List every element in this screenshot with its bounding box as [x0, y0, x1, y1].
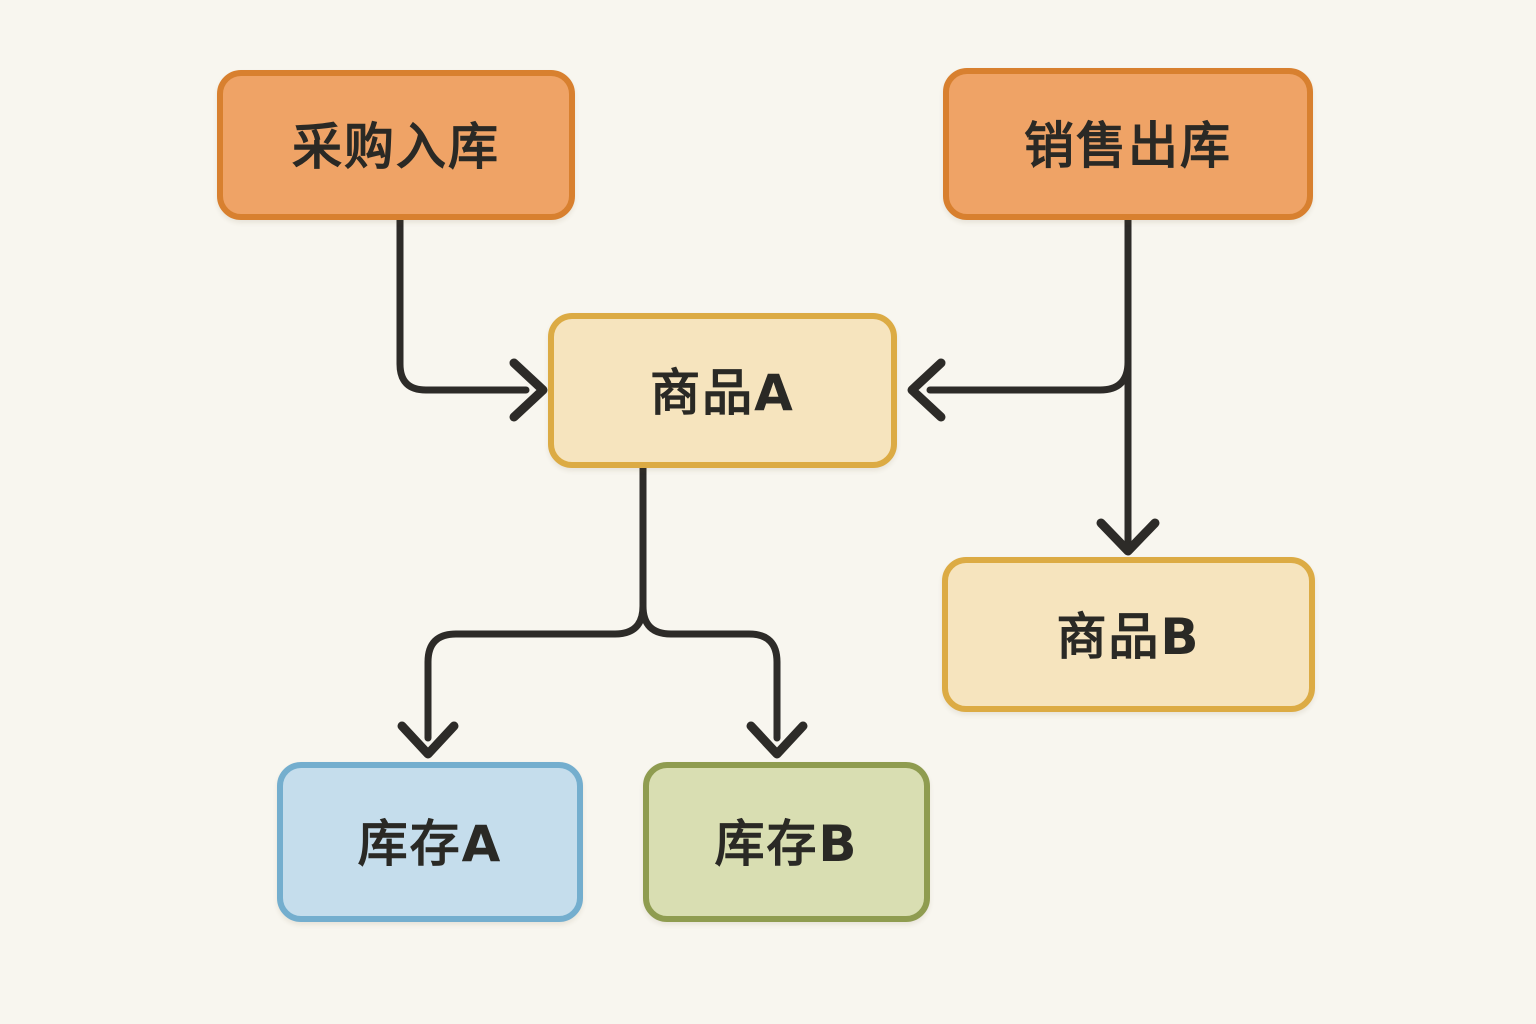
- node-stock-b: 库存B: [643, 762, 930, 922]
- arrowhead-right-icon: [509, 358, 548, 422]
- node-label-product-a: 商品A: [650, 363, 795, 422]
- arrowhead-left-icon: [907, 358, 946, 422]
- edge-sales-outbound-to-product-a: [907, 358, 1132, 422]
- arrowhead-down-icon: [397, 721, 459, 759]
- edge-line-right-branch: [639, 602, 781, 742]
- node-label-sales-outbound: 销售出库: [1024, 117, 1232, 175]
- edge-sales-outbound-to-product-b: [1096, 216, 1160, 556]
- node-product-b: 商品B: [942, 557, 1315, 712]
- node-label-stock-a: 库存A: [357, 815, 503, 873]
- node-product-a: 商品A: [548, 313, 897, 468]
- node-stock-a: 库存A: [277, 762, 583, 922]
- edge-line-left-branch: [424, 602, 647, 742]
- edge-line: [396, 216, 530, 394]
- edge-purchase-inbound-to-product-a: [396, 216, 548, 422]
- node-label-product-b: 商品B: [1056, 607, 1201, 666]
- node-label-purchase-inbound: 采购入库: [292, 118, 500, 176]
- arrowhead-down-icon: [1096, 518, 1160, 556]
- edge-product-a-split: [397, 464, 808, 759]
- arrowhead-down-icon: [746, 721, 808, 759]
- node-sales-outbound: 销售出库: [943, 68, 1313, 220]
- edge-line: [926, 358, 1132, 394]
- node-label-stock-b: 库存B: [714, 815, 859, 873]
- node-purchase-inbound: 采购入库: [217, 70, 575, 220]
